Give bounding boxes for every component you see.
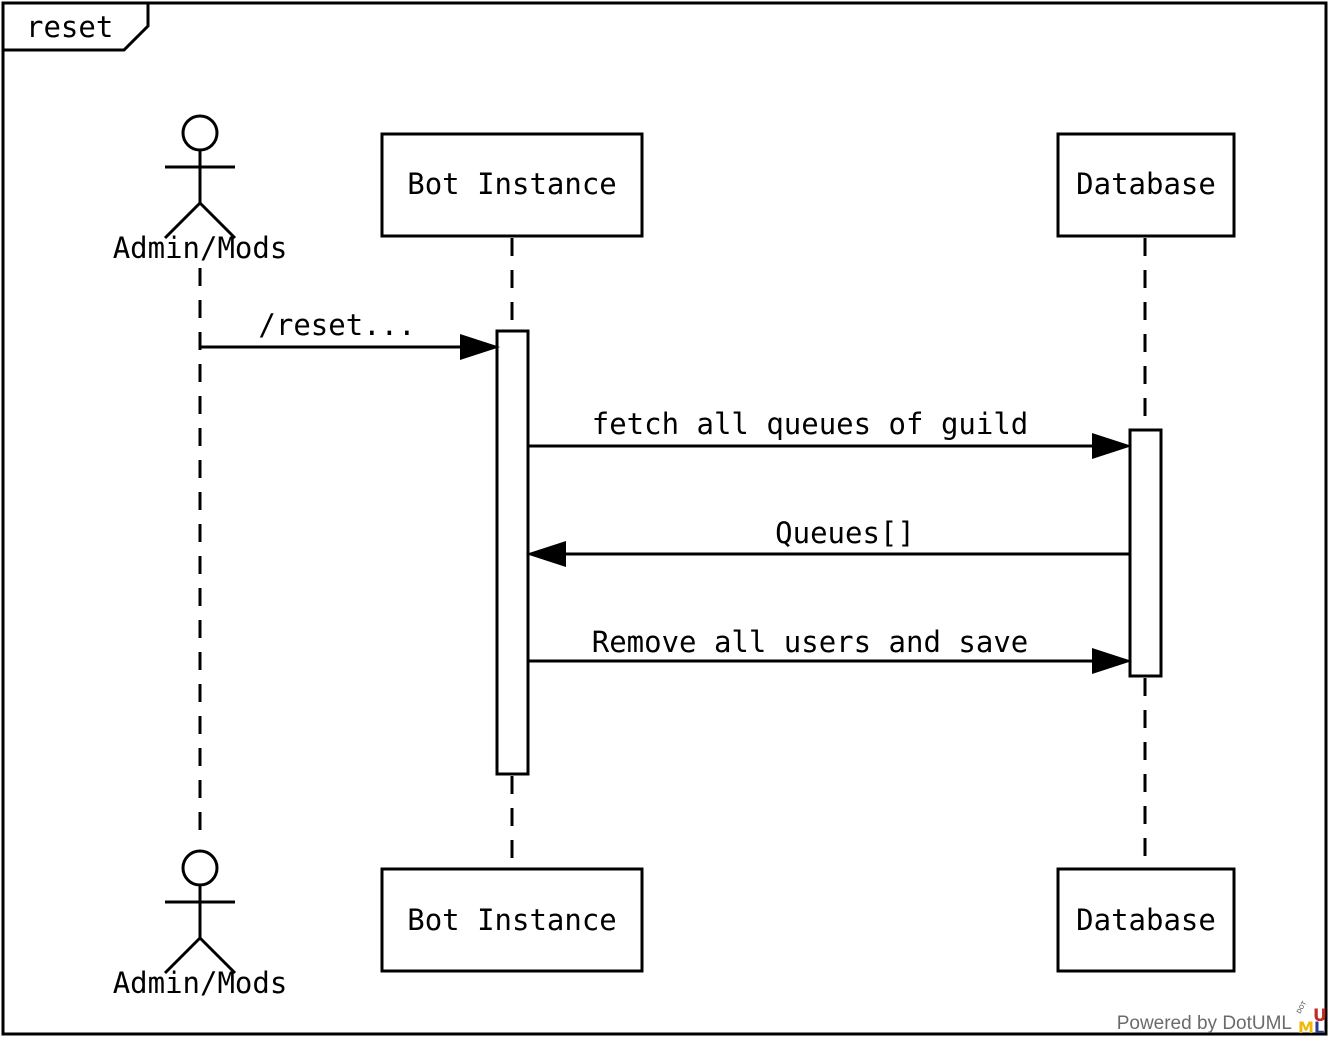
actor-right-leg (198, 201, 237, 240)
logo-letter-m: M (1298, 1018, 1314, 1037)
message-reset: /reset... (200, 308, 500, 360)
message-label: fetch all queues of guild (592, 407, 1029, 441)
participant-bot-label-top: Bot Instance (407, 167, 617, 201)
participant-admin-label-bottom: Admin/Mods (113, 966, 288, 1000)
message-label: /reset... (258, 308, 415, 342)
message-remove-users: Remove all users and save (528, 625, 1132, 674)
activation-db (1128, 428, 1163, 678)
logo-dot: DOT (1296, 1000, 1309, 1015)
participant-db-box-top (1056, 132, 1236, 238)
dotuml-logo: DOT U M L (1296, 1000, 1327, 1037)
logo-letter-l: L (1314, 1018, 1324, 1037)
participant-db-box-bottom (1056, 867, 1236, 973)
actor-admin-top (163, 114, 237, 240)
participant-bot-box-top (380, 132, 644, 238)
actor-right-leg (198, 936, 237, 975)
arrow-head (1092, 433, 1132, 459)
participant-db-label-top: Database (1076, 167, 1216, 201)
arrow-head (1092, 648, 1132, 674)
message-label: Queues[] (775, 516, 915, 550)
participant-db-label-bottom: Database (1076, 903, 1216, 937)
participant-bot-label-bottom: Bot Instance (407, 903, 617, 937)
participant-admin-label-top: Admin/Mods (113, 231, 288, 265)
logo-letter-u: U (1313, 1006, 1327, 1026)
actor-left-leg (163, 201, 202, 240)
actor-head (181, 114, 219, 152)
message-queues-return: Queues[] (526, 516, 1130, 567)
actor-admin-bottom (163, 849, 237, 975)
participant-bot-box-bottom (380, 867, 644, 973)
message-label: Remove all users and save (592, 625, 1029, 659)
powered-by-credit: Powered by DotUML (1117, 1013, 1292, 1034)
frame-label: reset (26, 10, 113, 44)
frame-label-tab (3, 3, 150, 52)
message-fetch-queues: fetch all queues of guild (528, 407, 1132, 459)
arrow-head (460, 334, 500, 360)
actor-left-leg (163, 936, 202, 975)
activation-bot (495, 329, 530, 776)
actor-head (181, 849, 219, 887)
arrow-head (526, 541, 566, 567)
